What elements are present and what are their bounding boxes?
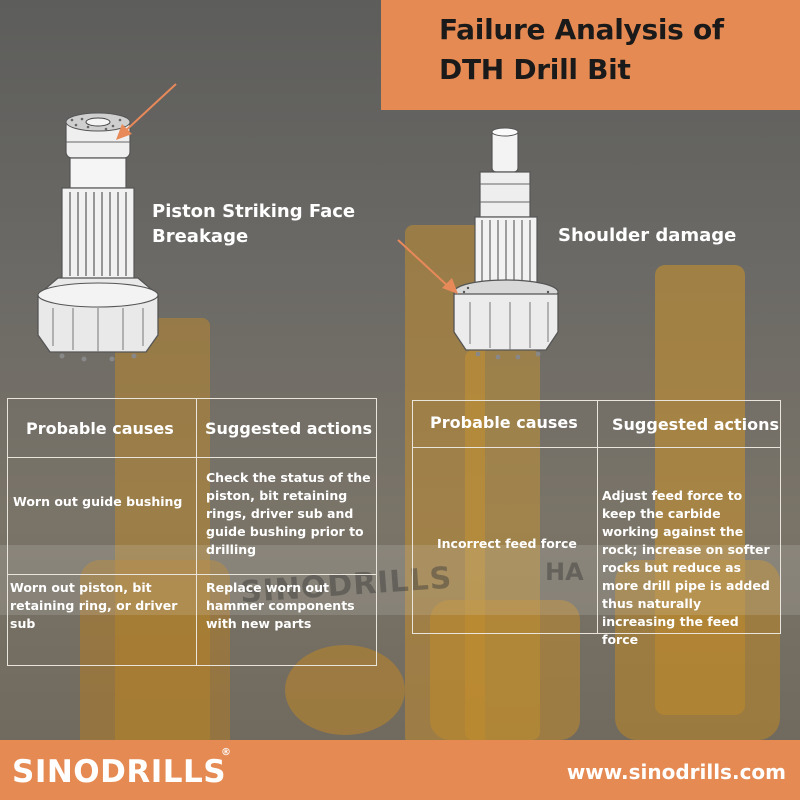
title-line-2: DTH Drill Bit bbox=[439, 53, 631, 86]
table-header-suggested-actions: Suggested actions bbox=[612, 415, 780, 434]
callout-piston-striking-face: Piston Striking Face Breakage bbox=[152, 201, 356, 247]
table-cell-action: Adjust feed force to keep the carbide wo… bbox=[602, 488, 770, 647]
table-cell-cause: Incorrect feed force bbox=[437, 536, 577, 551]
table-header-probable-causes: Probable causes bbox=[26, 419, 174, 438]
page-title: Failure Analysis of DTH Drill Bit bbox=[439, 10, 800, 90]
table-cell-action: Replace worn out hammer components with … bbox=[206, 580, 355, 631]
brand-logo: SINODRILLS bbox=[12, 754, 227, 790]
table-divider bbox=[597, 401, 598, 633]
drill-bit-shoulder-illustration bbox=[453, 127, 559, 360]
arrow-icon bbox=[397, 239, 458, 294]
title-banner: Failure Analysis of DTH Drill Bit bbox=[381, 0, 800, 110]
footer-bar: SINODRILLS ® www.sinodrills.com bbox=[0, 740, 800, 800]
callout-shoulder-damage: Shoulder damage bbox=[558, 225, 737, 246]
arrow-icon bbox=[116, 83, 177, 140]
table-header-probable-causes: Probable causes bbox=[430, 413, 578, 432]
table-header-suggested-actions: Suggested actions bbox=[205, 419, 373, 438]
left-failure-table: Probable causes Suggested actions Worn o… bbox=[7, 398, 377, 666]
table-divider bbox=[196, 399, 197, 665]
table-cell-cause: Worn out piston, bit retaining ring, or … bbox=[10, 580, 178, 631]
table-row-separator bbox=[8, 457, 376, 458]
background-brand-text-right: HA bbox=[545, 558, 584, 586]
right-failure-table: Probable causes Suggested actions Incorr… bbox=[412, 400, 781, 647]
website-link[interactable]: www.sinodrills.com bbox=[566, 760, 786, 784]
table-cell-action: Check the status of the piston, bit reta… bbox=[206, 470, 371, 557]
table-row-separator bbox=[413, 447, 780, 448]
title-line-1: Failure Analysis of bbox=[439, 13, 724, 46]
table-row-separator bbox=[8, 574, 376, 575]
drill-bit-piston-face-illustration bbox=[37, 112, 159, 362]
table-cell-cause: Worn out guide bushing bbox=[13, 494, 183, 509]
registered-mark: ® bbox=[221, 747, 231, 758]
